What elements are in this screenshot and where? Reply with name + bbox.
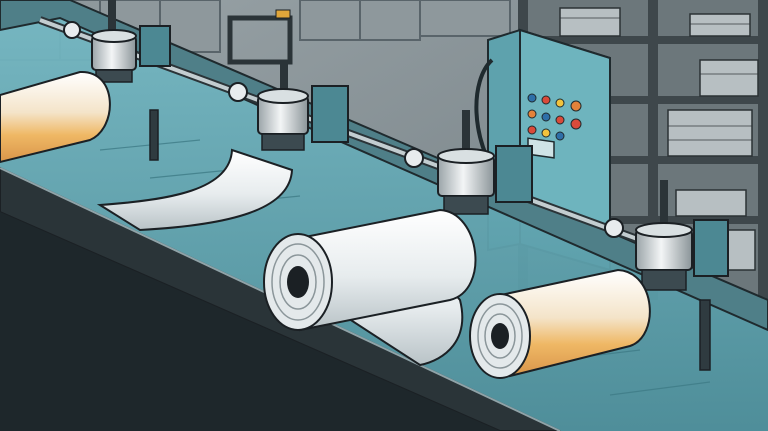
foil-rolls (0, 70, 651, 379)
dispenser-station-2 (227, 9, 349, 151)
dispenser-station-3 (437, 110, 533, 215)
dispenser-station-4 (635, 180, 729, 291)
dispensing-stations (63, 0, 729, 291)
foil-roll-middle (263, 208, 477, 332)
indicator-lights (527, 93, 582, 141)
foil-roll-right (469, 268, 651, 379)
foil-roll-left (0, 70, 111, 164)
